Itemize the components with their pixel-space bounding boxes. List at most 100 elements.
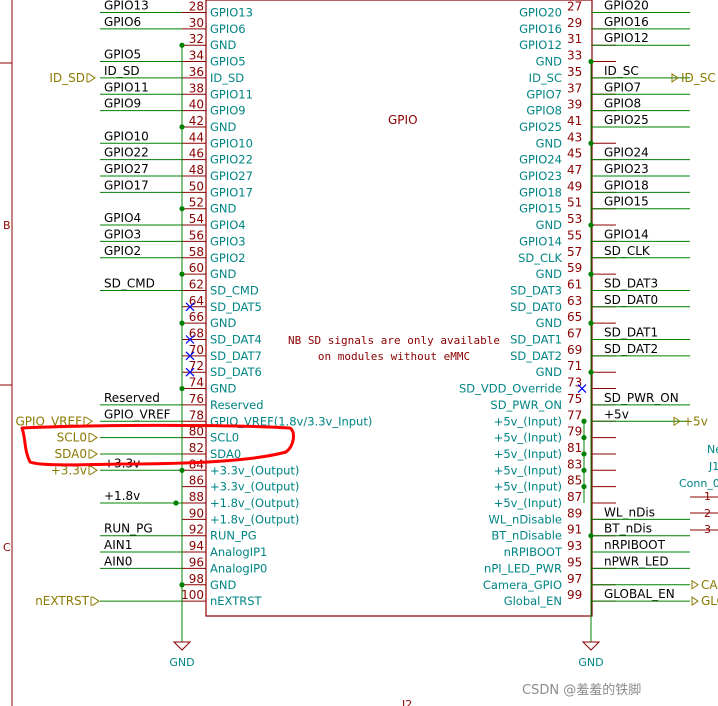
global-label-scl0[interactable]: SCL0	[57, 431, 98, 445]
net-label: RUN_PG	[104, 522, 153, 536]
net-label: GPIO4	[104, 211, 141, 225]
right-pin-name: GND	[536, 316, 563, 330]
left-pin-90[interactable]: 90+1.8v_(Output)	[182, 506, 299, 526]
right-pin-name: GPIO18	[519, 185, 562, 199]
right-pin-85[interactable]: 85+5v_(Input)	[494, 474, 616, 494]
left-pin-number: 100	[181, 588, 204, 602]
right-pin-79[interactable]: 79+5v_(Input)	[494, 425, 616, 445]
global-label-id-sc[interactable]: ID_SC	[671, 71, 716, 85]
net-label: GPIO13	[104, 0, 149, 13]
gnd-symbol-right[interactable]: GND	[578, 585, 604, 669]
frame: B C	[0, 0, 13, 706]
left-pin-88[interactable]: 88+1.8v_(Output)+1.8v	[104, 489, 299, 510]
global-label-glo[interactable]: GLO	[691, 594, 718, 608]
side-connector[interactable]: Ne J1 Conn_0 1 2 3	[679, 443, 718, 536]
global-label-id-sd[interactable]: ID_SD	[49, 71, 96, 85]
global-label-nextrst[interactable]: nEXTRST	[35, 594, 100, 608]
right-pin-number: 45	[567, 147, 582, 161]
gnd-symbol-left[interactable]: GND	[169, 585, 195, 669]
right-pin-name: +5v_(Input)	[494, 496, 562, 510]
right-pin-81[interactable]: 81+5v_(Input)	[494, 441, 616, 461]
net-label: +1.8v	[104, 489, 140, 503]
right-pin-83[interactable]: 83+5v_(Input)	[494, 457, 616, 477]
right-pin-87[interactable]: 87+5v_(Input)	[494, 490, 616, 510]
right-pin-77[interactable]: 77+5v_(Input)+5v	[494, 407, 629, 428]
component-body[interactable]	[205, 0, 593, 617]
left-pin-86[interactable]: 86+3.3v_(Output)	[182, 474, 299, 494]
global-label-sda0[interactable]: SDA0	[55, 447, 98, 461]
right-pin-name: BT_nDisable	[491, 529, 562, 543]
global-label-can[interactable]: CAN	[691, 578, 718, 592]
right-pin-number: 57	[567, 245, 582, 259]
left-pin-name: AnalogIP1	[210, 545, 267, 559]
global-label--5v[interactable]: +5v	[673, 414, 708, 428]
net-label: Reserved	[104, 391, 160, 405]
left-pin-number: 40	[189, 98, 204, 112]
left-pin-name: GPIO2	[210, 251, 246, 265]
left-pin-name: RUN_PG	[210, 529, 257, 543]
global-label-text: nEXTRST	[35, 594, 89, 608]
net-label: GPIO6	[104, 15, 141, 29]
global-label--3-3v[interactable]: +3.3v	[51, 463, 98, 477]
left-pin-number: 76	[189, 392, 204, 406]
